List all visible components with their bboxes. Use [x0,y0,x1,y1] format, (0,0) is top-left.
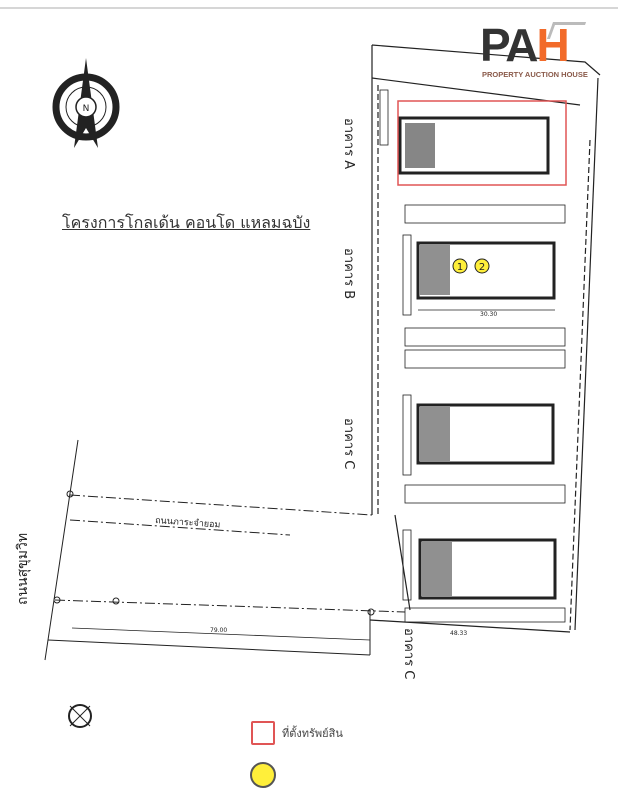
svg-text:1: 1 [457,262,463,273]
pah-logo: PAH PROPERTY AUCTION HOUSE [480,19,588,79]
building-c2 [418,538,557,600]
compass-icon [68,704,92,728]
building-b-label: อาคาร B [341,248,356,300]
sukhumvit-road-label: ถนนสุขุมวิท [15,532,31,605]
north-arrow-icon: N [52,58,120,148]
marker-2: 2 [474,258,490,274]
dim-bottom-left: 79.00 [210,627,227,634]
building-c2-label: อาคาร C [401,628,416,680]
roads [44,439,406,661]
site-plan: N 30.30 79.0 [44,44,601,728]
dim-bottom-right: 48.33 [450,630,467,637]
legend-property-label: ที่ตั้งทรัพย์สิน [282,727,343,740]
north-label: N [83,104,90,114]
project-title: โครงการโกลเด้น คอนโด แหลมฉบัง [62,213,311,232]
site-boundary [369,44,601,633]
dim-b: 30.30 [480,311,497,318]
property-highlight [397,100,567,186]
dimension-lines [71,309,555,641]
parking-rows [379,89,566,623]
servitude-road-label: ถนนภาระจำยอม [155,515,221,531]
legend-property-swatch [251,721,275,745]
building-a-label: อาคาร A [341,118,356,170]
building-b [416,241,556,300]
top-border [0,7,618,9]
building-a [398,116,550,175]
building-c [416,403,555,465]
svg-text:2: 2 [479,262,485,273]
marker-1: 1 [452,258,468,274]
legend-marker-swatch [250,762,276,788]
building-c-label: อาคาร C [341,418,356,470]
